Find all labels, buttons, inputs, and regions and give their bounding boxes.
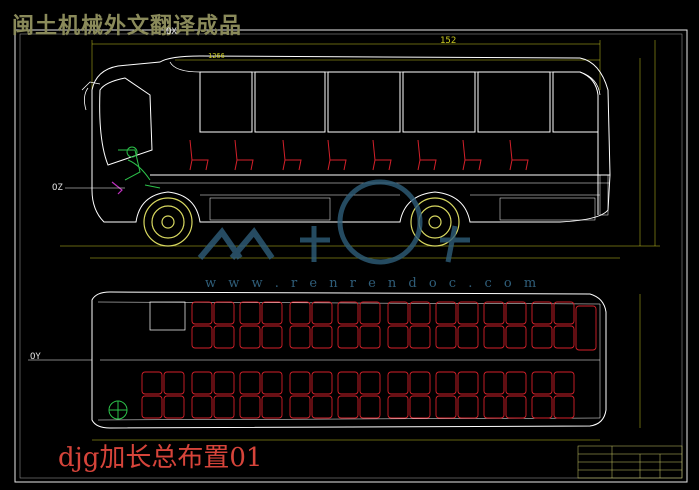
plan-view-seats-upper: [191, 301, 597, 351]
steering-mechanism: [118, 146, 161, 189]
side-view-seats: [189, 139, 529, 171]
drawing-inner-frame: [19, 33, 683, 479]
side-view: [60, 40, 660, 259]
title-block: [577, 445, 683, 479]
plan-oy-label: OY: [30, 352, 41, 362]
plan-view: [28, 291, 641, 441]
sub-dimension-label: 1266: [208, 52, 225, 60]
top-dimension-label: 152: [440, 36, 457, 46]
side-ox-label: OX: [166, 27, 177, 37]
drawing-caption: djg加长总布置01: [58, 443, 263, 473]
renrendoc-logo-icon: [197, 179, 470, 265]
watermark-url: w w w . r e n r e n d o c . c o m: [205, 276, 541, 291]
accent-pedal: [111, 181, 123, 195]
steering-wheel-icon: [108, 400, 128, 420]
plan-view-seats-lower: [141, 371, 575, 419]
document-title: 闽土机械外文翻译成品: [12, 14, 243, 39]
drawing-frame: [14, 29, 688, 483]
side-oz-label: OZ: [52, 183, 63, 193]
wheel-icon: [143, 197, 460, 247]
